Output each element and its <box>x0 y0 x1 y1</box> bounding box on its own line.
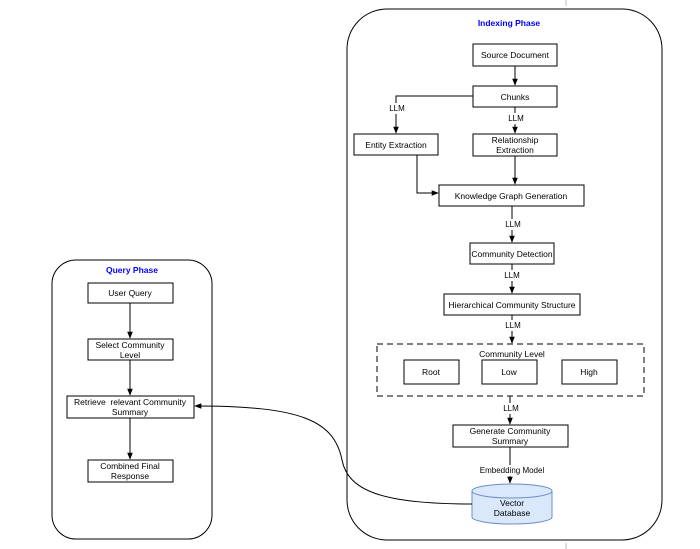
community-level-title: Community Level <box>479 349 545 359</box>
combined-response-node <box>87 459 174 483</box>
edge-label-llm-summary: LLM <box>503 404 519 413</box>
level-root-node <box>403 359 460 385</box>
edge-chunks-to-entity <box>393 95 473 134</box>
edge-label-llm-relationship: LLM <box>508 114 524 123</box>
level-high-node <box>561 359 618 385</box>
level-low-label: Low <box>501 367 517 377</box>
kg-generation-label: Knowledge Graph Generation <box>455 191 568 201</box>
indexing-phase-container <box>346 8 663 541</box>
edge-label-llm-levels: LLM <box>505 321 521 330</box>
retrieve-summary-label-1: Retrieve relevant Community <box>74 397 187 407</box>
vector-database-label-1: Vector <box>500 498 524 508</box>
select-level-label-2: Level <box>120 350 140 360</box>
hierarchical-structure-label: Hierarchical Community Structure <box>448 300 575 310</box>
edge-label-llm-entity: LLM <box>389 104 405 113</box>
user-query-label: User Query <box>108 288 152 298</box>
combined-response-label-1: Combined Final <box>100 461 160 471</box>
vector-database-node <box>471 483 553 525</box>
relationship-extraction-label-2: Extraction <box>496 145 534 155</box>
retrieve-summary-label-2: Summary <box>112 407 149 417</box>
generate-summary-label-2: Summary <box>492 436 529 446</box>
level-low-node <box>481 359 538 385</box>
level-root-label: Root <box>422 367 441 377</box>
edge-label-embedding-model: Embedding Model <box>480 466 545 475</box>
edge-label-llm-hierarchy: LLM <box>504 271 520 280</box>
edge-entity-to-kg <box>416 155 439 196</box>
community-detection-label: Community Detection <box>471 249 553 259</box>
entity-extraction-node <box>353 133 439 156</box>
entity-extraction-label: Entity Extraction <box>365 140 427 150</box>
select-level-label-1: Select Community <box>96 340 166 350</box>
vector-database-label-2: Database <box>494 508 531 518</box>
query-phase-title: Query Phase <box>106 265 158 275</box>
combined-response-label-2: Response <box>111 471 150 481</box>
level-high-label: High <box>580 367 598 377</box>
query-phase-container <box>51 259 213 540</box>
relationship-extraction-label-1: Relationship <box>492 135 539 145</box>
generate-summary-label-1: Generate Community <box>470 426 552 436</box>
edge-database-to-retrieve <box>194 403 473 505</box>
edge-label-llm-detection: LLM <box>505 220 521 229</box>
chunks-label: Chunks <box>501 92 530 102</box>
indexing-phase-title: Indexing Phase <box>478 18 541 28</box>
source-document-label: Source Document <box>481 50 550 60</box>
